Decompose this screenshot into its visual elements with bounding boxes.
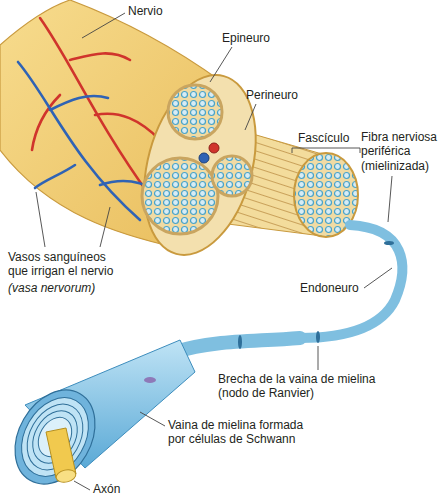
fascicle [212,156,252,196]
schwann-nucleus [144,377,156,383]
part-label: Epineuro [222,31,292,45]
part-label: Axón [93,482,143,496]
artery-section [209,143,219,153]
part-label: Perineuro [246,88,316,102]
nerve-fiber [175,338,300,352]
axon-end [55,468,77,484]
vein [18,62,155,220]
part-label: Fascículo [298,131,360,145]
part-label: Brecha de la vaina de mielina (nodo de R… [218,372,386,401]
ranvier-node [238,335,242,349]
artery [32,18,160,196]
fascicle [142,158,218,234]
nerve-body [0,0,222,248]
ranvier-node [384,241,394,245]
myelin-spiral [0,376,111,499]
part-label: (vasa nervorum) [8,281,128,295]
part-label: Vasos sanguíneos que irrigan el nervio [8,250,126,279]
nerve-fiber [300,225,402,338]
part-label: Vaina de mielina formada por células de … [168,418,318,447]
fascicle [168,85,222,139]
ranvier-node [316,331,320,343]
part-label: Endoneuro [300,281,370,295]
vein-section [199,153,209,163]
part-label: Fibra nerviosa periférica (mielinizada) [361,130,441,173]
part-label: Nervio [128,4,198,18]
